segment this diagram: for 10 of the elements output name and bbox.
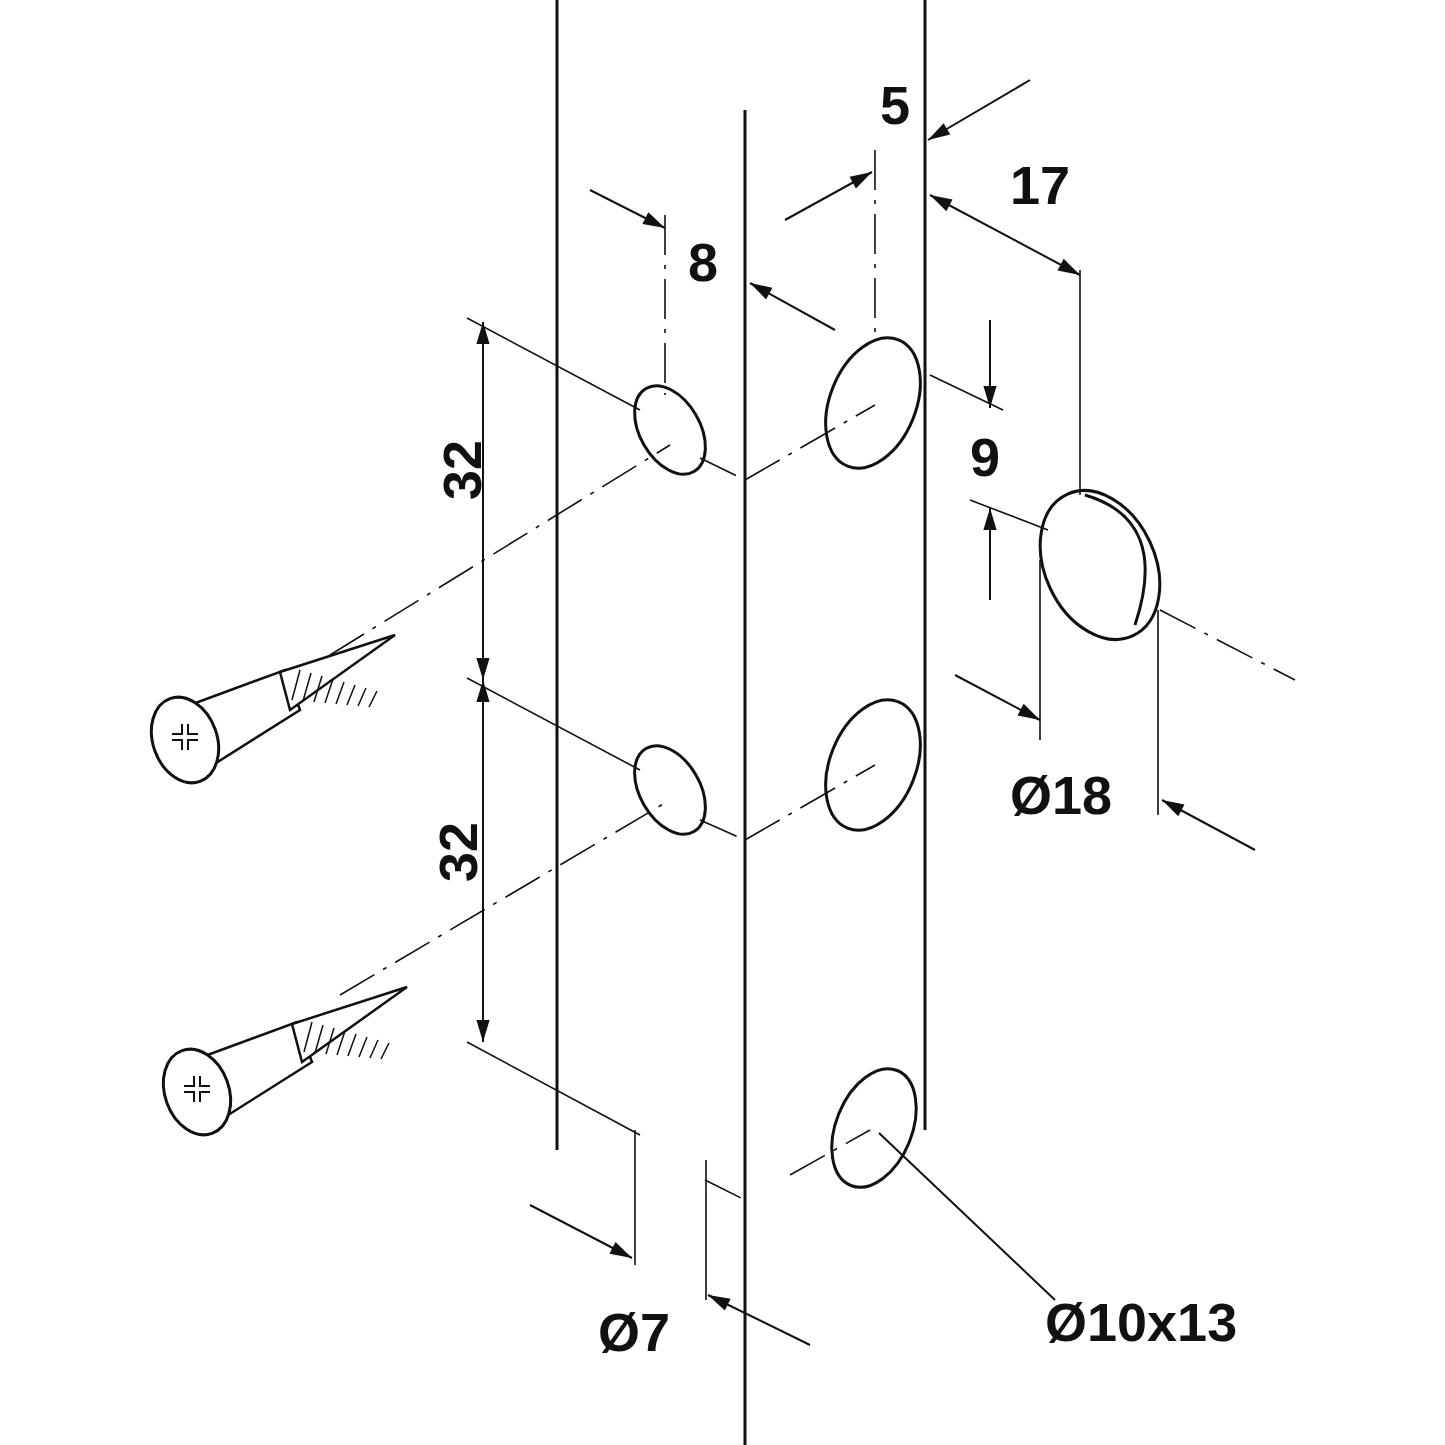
- dimension-label: Ø18: [1010, 768, 1113, 822]
- dimension-label: 17: [1010, 158, 1071, 212]
- dimension-label: 32: [435, 439, 489, 501]
- dimension-label: 32: [431, 821, 485, 883]
- dimension-label: Ø7: [598, 1305, 671, 1359]
- dimension-label: Ø10x13: [1045, 1292, 1305, 1352]
- dimension-label: 5: [880, 78, 911, 132]
- dimension-label: 8: [688, 235, 719, 289]
- dimension-label: 9: [970, 430, 1001, 484]
- leader-line: [878, 1132, 1056, 1301]
